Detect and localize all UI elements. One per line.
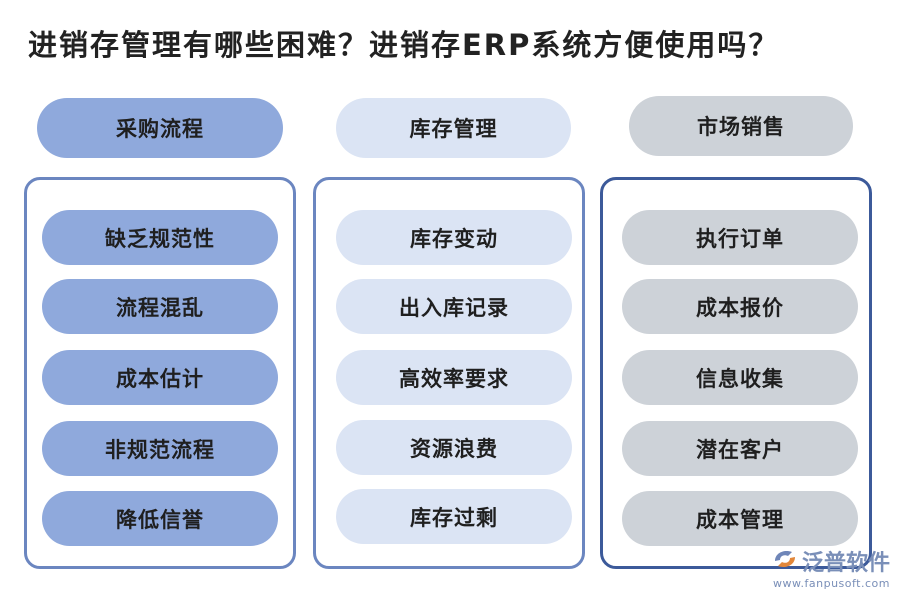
brand-logo: 泛普软件 www.fanpusoft.com: [772, 545, 890, 590]
column-heading: 库存管理: [336, 98, 571, 158]
list-item: 执行订单: [622, 210, 858, 265]
list-item: 流程混乱: [42, 279, 278, 334]
list-item: 成本报价: [622, 279, 858, 334]
list-item: 降低信誉: [42, 491, 278, 546]
column-heading: 市场销售: [629, 96, 853, 156]
list-item: 成本估计: [42, 350, 278, 405]
brand-url: www.fanpusoft.com: [773, 577, 890, 590]
list-item: 潜在客户: [622, 421, 858, 476]
column-heading: 采购流程: [37, 98, 283, 158]
list-item: 库存变动: [336, 210, 572, 265]
brand-mark-icon: [772, 547, 798, 575]
list-item: 高效率要求: [336, 350, 572, 405]
list-item: 资源浪费: [336, 420, 572, 475]
brand-name: 泛普软件: [801, 551, 890, 576]
column-panel: 库存变动 出入库记录 高效率要求 资源浪费 库存过剩: [313, 177, 585, 569]
list-item: 信息收集: [622, 350, 858, 405]
column-panel: 执行订单 成本报价 信息收集 潜在客户 成本管理: [600, 177, 872, 569]
list-item: 缺乏规范性: [42, 210, 278, 265]
list-item: 库存过剩: [336, 489, 572, 544]
list-item: 非规范流程: [42, 421, 278, 476]
page-title: 进销存管理有哪些困难？进销存ERP系统方便使用吗？: [28, 28, 780, 62]
list-item: 出入库记录: [336, 279, 572, 334]
list-item: 成本管理: [622, 491, 858, 546]
column-panel: 缺乏规范性 流程混乱 成本估计 非规范流程 降低信誉: [24, 177, 296, 569]
